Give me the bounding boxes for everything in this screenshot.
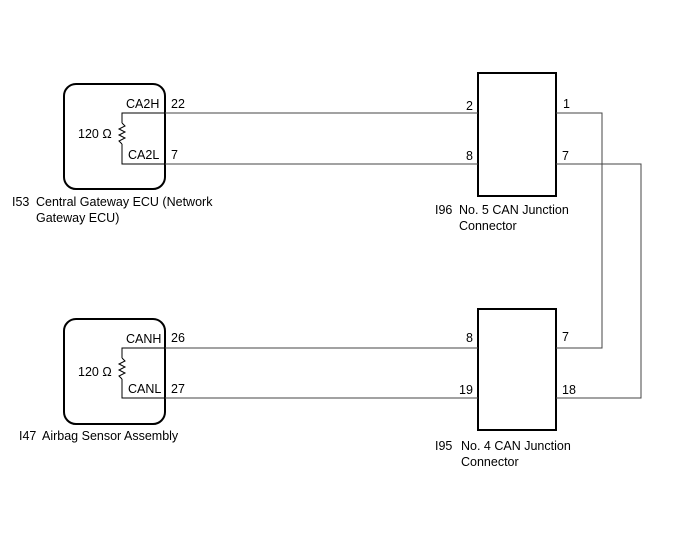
connector-code-i96: I96 <box>435 203 452 217</box>
component-name-line1: Central Gateway ECU (Network <box>36 195 213 209</box>
pin-number-27: 27 <box>171 382 185 396</box>
pin-label-ca2h: CA2H <box>126 97 159 111</box>
component-name: Airbag Sensor Assembly <box>42 429 179 443</box>
ecu-bottom-internal-wire-low <box>121 379 165 399</box>
connector-code-i47: I47 <box>19 429 36 443</box>
airbag-sensor-assembly: 120 Ω CANH CANL 26 27 I47 Airbag Sensor … <box>19 318 185 443</box>
pin-number-right-high: 7 <box>562 330 569 344</box>
pin-number-left-high: 2 <box>466 99 473 113</box>
central-gateway-ecu-box <box>63 83 166 190</box>
ecu-top-internal-wire <box>121 112 165 123</box>
connector-code-i53: I53 <box>12 195 29 209</box>
connector-name-line1: No. 5 CAN Junction <box>459 203 569 217</box>
resistor-value: 120 Ω <box>78 127 112 141</box>
connector-name-line2: Connector <box>461 455 519 469</box>
component-name-line2: Gateway ECU) <box>36 211 119 225</box>
resistor-zigzag <box>117 122 127 145</box>
junction-connector-box <box>477 308 557 431</box>
pin-number-22: 22 <box>171 97 185 111</box>
no5-can-junction-connector: 2 1 8 7 I96 No. 5 CAN Junction Connector <box>435 72 570 233</box>
pin-number-left-low: 8 <box>466 149 473 163</box>
connector-name-line1: No. 4 CAN Junction <box>461 439 571 453</box>
pin-number-left-high: 8 <box>466 331 473 345</box>
ecu-top-internal-wire-low <box>121 144 165 165</box>
resistor-zigzag <box>117 357 127 380</box>
pin-number-right-low: 18 <box>562 383 576 397</box>
pin-number-right-high: 1 <box>563 97 570 111</box>
connector-code-i95: I95 <box>435 439 452 453</box>
connector-name-line2: Connector <box>459 219 517 233</box>
wire-junction-low-link <box>556 163 642 399</box>
central-gateway-ecu: 120 Ω CA2H CA2L 22 7 I53 Central Gateway… <box>12 83 213 225</box>
no4-can-junction-connector: 8 7 19 18 I95 No. 4 CAN Junction Connect… <box>435 308 576 469</box>
ecu-bottom-internal-wire <box>121 347 165 358</box>
pin-label-canh: CANH <box>126 332 161 346</box>
pin-number-7: 7 <box>171 148 178 162</box>
junction-connector-box <box>477 72 557 197</box>
pin-label-canl: CANL <box>128 382 161 396</box>
pin-label-ca2l: CA2L <box>128 148 159 162</box>
pin-number-right-low: 7 <box>562 149 569 163</box>
resistor-value: 120 Ω <box>78 365 112 379</box>
pin-number-left-low: 19 <box>459 383 473 397</box>
airbag-sensor-box <box>63 318 166 425</box>
pin-number-26: 26 <box>171 331 185 345</box>
can-wiring <box>165 112 642 399</box>
wire-junction-high-link <box>556 112 603 349</box>
